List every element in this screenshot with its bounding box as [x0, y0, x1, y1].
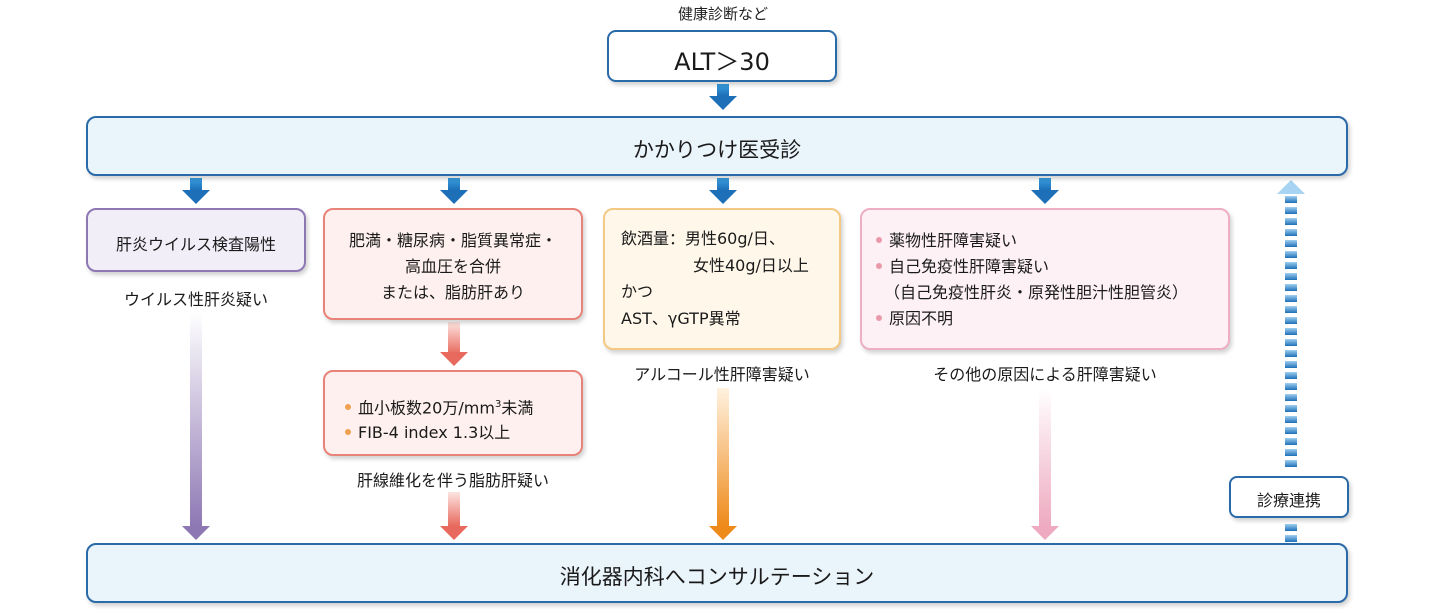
- top-label: 健康診断など: [677, 5, 768, 23]
- col4-item-2: 自己免疫性肝障害疑い: [876, 254, 1188, 280]
- col3-result: アルコール性肝障害疑い: [634, 365, 810, 384]
- col4-item-1: 薬物性肝障害疑い: [876, 228, 1188, 254]
- bullet-icon: [876, 236, 882, 243]
- arrow-cooperation-dashed: [1277, 180, 1305, 542]
- col4-result: その他の原因による肝障害疑い: [933, 365, 1157, 384]
- cooperation-label: 診療連携: [1256, 491, 1321, 510]
- col3-box-line-2: 女性40g/日以上: [693, 255, 809, 275]
- arrow-col2-to-sub: [440, 322, 468, 366]
- col3-box-line-4: AST、γGTP異常: [621, 308, 741, 328]
- col2-box-line-3: または、脂肪肝あり: [380, 283, 525, 302]
- col3-box-line-1: 飲酒量：男性60g/日、: [621, 229, 785, 248]
- arrow-col4-to-consult: [1031, 388, 1059, 540]
- arrow-alt-to-primary: [709, 84, 737, 110]
- bullet-icon: [345, 428, 351, 435]
- col1-box-label: 肝炎ウイルス検査陽性: [115, 235, 276, 254]
- bullet-icon: [876, 314, 882, 321]
- col2-box-line-1: 肥満・糖尿病・脂質異常症・: [348, 231, 557, 250]
- arrow-primary-to-col2: [440, 178, 468, 204]
- arrow-col3-to-consult: [709, 388, 737, 540]
- col4-item-paren: （自己免疫性肝炎・原発性胆汁性胆管炎）: [884, 283, 1189, 302]
- col1-box: 肝炎ウイルス検査陽性: [86, 208, 306, 272]
- arrow-primary-to-col1: [182, 178, 210, 204]
- arrow-col2-to-consult: [440, 492, 468, 540]
- col4-box: 薬物性肝障害疑い 自己免疫性肝障害疑い （自己免疫性肝炎・原発性胆汁性胆管炎） …: [860, 208, 1230, 350]
- col2-box-line-2: 高血圧を合併: [404, 257, 501, 276]
- bullet-icon: [345, 403, 351, 410]
- consult-box: 消化器内科へコンサルテーション: [86, 543, 1348, 603]
- consult-label: 消化器内科へコンサルテーション: [559, 565, 875, 589]
- col3-box-line-3: かつ: [621, 282, 654, 301]
- cooperation-box: 診療連携: [1229, 476, 1349, 518]
- col2-sub-item-2: FIB-4 index 1.3以上: [345, 420, 533, 445]
- arrow-col1-to-consult: [182, 312, 210, 540]
- superscript: 3: [494, 399, 502, 410]
- alt-box: ALT＞30: [607, 30, 837, 82]
- arrow-primary-to-col4: [1031, 178, 1059, 204]
- col2-sub-item-1: 血小板数20万/mm3未満: [345, 392, 533, 420]
- primary-care-box: かかりつけ医受診: [86, 116, 1348, 176]
- col1-result: ウイルス性肝炎疑い: [123, 290, 268, 309]
- arrow-primary-to-col3: [709, 178, 737, 204]
- primary-care-label: かかりつけ医受診: [632, 138, 802, 162]
- col4-item-3: 原因不明: [876, 306, 1188, 332]
- bullet-icon: [876, 262, 882, 269]
- col2-sub-box: 血小板数20万/mm3未満 FIB-4 index 1.3以上: [323, 370, 583, 456]
- col3-box: 飲酒量：男性60g/日、 女性40g/日以上 かつ AST、γGTP異常: [603, 208, 841, 350]
- col2-box: 肥満・糖尿病・脂質異常症・ 高血圧を合併 または、脂肪肝あり: [323, 208, 583, 320]
- col2-result: 肝線維化を伴う脂肪肝疑い: [356, 471, 549, 490]
- alt-box-label: ALT＞30: [674, 48, 770, 76]
